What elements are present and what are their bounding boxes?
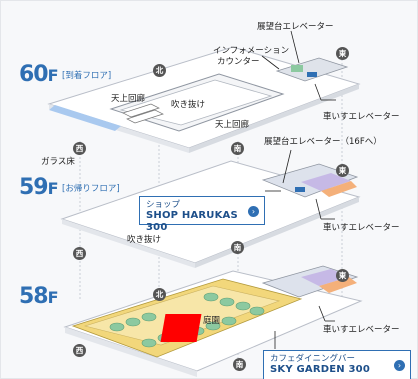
compass-east-60: 東 bbox=[336, 47, 349, 60]
wheelchair-60-label: 車いすエレベーター bbox=[323, 112, 400, 122]
floor-60-unit: F bbox=[47, 66, 59, 85]
floor-58-number: 58 bbox=[19, 284, 49, 309]
cafe-callout[interactable]: カフェダイニングバー SKY GARDEN 300 › bbox=[263, 350, 411, 379]
glass-floor-label: ガラス床 bbox=[41, 157, 75, 167]
compass-east-58: 東 bbox=[336, 269, 349, 282]
floor-58-unit: F bbox=[47, 288, 59, 307]
wheelchair-59-label: 車いすエレベーター bbox=[323, 223, 400, 233]
compass-west-59: 西 bbox=[73, 247, 86, 260]
arrow-right-icon: › bbox=[394, 360, 405, 371]
compass-west-58: 西 bbox=[73, 344, 86, 357]
floor-60-subtitle: [到着フロア] bbox=[62, 71, 112, 81]
floor-58-label: 58F bbox=[19, 284, 59, 309]
shop-callout-line1: ショップ bbox=[146, 200, 181, 210]
atrium-60-label: 吹き抜け bbox=[171, 100, 206, 110]
info-counter-label-line1: インフォメーション bbox=[213, 46, 290, 56]
floor-59-subtitle: [お帰りフロア] bbox=[62, 184, 120, 194]
shop-callout-line2: SHOP HARUKAS 300 bbox=[146, 210, 238, 234]
compass-north-58: 北 bbox=[153, 288, 166, 301]
cafe-callout-line2: SKY GARDEN 300 bbox=[270, 364, 370, 376]
red-marker bbox=[160, 314, 202, 342]
floor-59-unit: F bbox=[47, 179, 59, 198]
garden-58-label: 庭園 bbox=[203, 316, 221, 326]
compass-south-58: 南 bbox=[233, 358, 246, 371]
obs-elevator-59-label: 展望台エレベーター（16Fへ） bbox=[264, 137, 382, 147]
compass-west-60: 西 bbox=[73, 142, 86, 155]
arrow-right-icon: › bbox=[248, 205, 259, 217]
floor-59-number: 59 bbox=[19, 175, 49, 200]
cafe-callout-line1: カフェダイニングバー bbox=[270, 354, 356, 364]
skywalk-60-label: 天上回廊 bbox=[111, 94, 146, 104]
compass-south-60: 南 bbox=[231, 142, 244, 155]
atrium-59-label: 吹き抜け bbox=[127, 235, 162, 245]
shop-callout[interactable]: ショップ SHOP HARUKAS 300 › bbox=[139, 196, 265, 233]
wheelchair-58-label: 車いすエレベーター bbox=[323, 325, 400, 335]
skywalk-60b-label: 天上回廊 bbox=[215, 120, 250, 130]
info-counter-label-line2: カウンター bbox=[217, 57, 260, 67]
floor-60-number: 60 bbox=[19, 62, 49, 87]
compass-east-59: 東 bbox=[336, 164, 349, 177]
compass-south-59: 南 bbox=[231, 241, 244, 254]
floor-60-label: 60F bbox=[19, 62, 59, 87]
compass-north-60: 北 bbox=[153, 64, 166, 77]
obs-elevator-60-label: 展望台エレベーター bbox=[257, 22, 334, 32]
floor-59-label: 59F bbox=[19, 175, 59, 200]
floor-60-plan bbox=[47, 30, 361, 153]
